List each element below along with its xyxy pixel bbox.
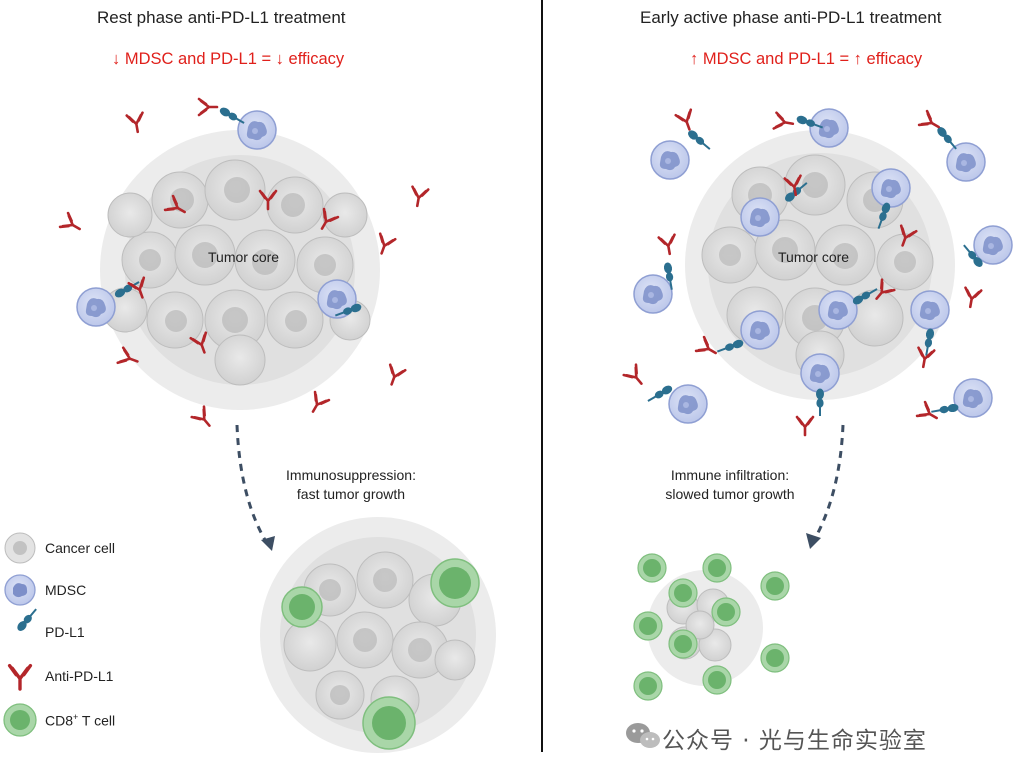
pd-l1-icon xyxy=(14,605,41,634)
left-panel-title: Rest phase anti-PD-L1 treatment xyxy=(97,8,346,27)
right-transition-caption: Immune infiltration: slowed tumor growth xyxy=(640,466,820,504)
legend-label-mdsc: MDSC xyxy=(45,582,87,598)
right-panel-title: Early active phase anti-PD-L1 treatment xyxy=(640,8,942,27)
right-panel-effect: ↑ MDSC and PD-L1 = ↑ efficacy xyxy=(690,50,923,68)
right-caption-line1: Immune infiltration: xyxy=(670,467,790,483)
left-tumor-core-label: Tumor core xyxy=(208,249,280,265)
mdsc-icon xyxy=(4,574,36,606)
watermark-text: 公众号 · 光与生命实验室 xyxy=(662,728,927,754)
cancer-cell-icon xyxy=(4,532,36,564)
legend-label-pd-l1: PD-L1 xyxy=(45,624,85,640)
right-shrunk-tumor xyxy=(633,553,790,701)
left-caption-line1: Immunosuppression: xyxy=(286,467,416,483)
right-transition-arrow xyxy=(811,424,845,543)
left-panel-effect: ↓ MDSC and PD-L1 = ↓ efficacy xyxy=(112,50,345,68)
left-grown-tumor xyxy=(260,517,496,753)
legend-label-anti-pd-l1: Anti-PD-L1 xyxy=(45,668,114,684)
legend-icons xyxy=(3,532,41,737)
right-tumor-core-label: Tumor core xyxy=(778,249,850,265)
wechat-icon xyxy=(626,723,660,748)
left-transition-arrow xyxy=(235,424,270,546)
legend-label-cancer-cell: Cancer cell xyxy=(45,540,116,556)
cd8-text: CD8 xyxy=(45,712,74,729)
left-transition-caption: Immunosuppression: fast tumor growth xyxy=(266,466,436,504)
t-cell-text: T cell xyxy=(78,712,116,729)
mdsc-cell xyxy=(237,110,277,150)
anti-pd-l1-icon xyxy=(7,663,33,691)
cd8-t-cell-icon xyxy=(3,703,37,737)
mdsc-cell xyxy=(76,287,116,327)
cd8-superscript: + xyxy=(73,712,79,722)
legend-label-cd8-t-cell: CD8+ T cell xyxy=(45,712,115,729)
left-tumor-mass xyxy=(100,130,380,410)
right-caption-line2: slowed tumor growth xyxy=(665,486,795,502)
left-caption-line2: fast tumor growth xyxy=(296,486,406,502)
